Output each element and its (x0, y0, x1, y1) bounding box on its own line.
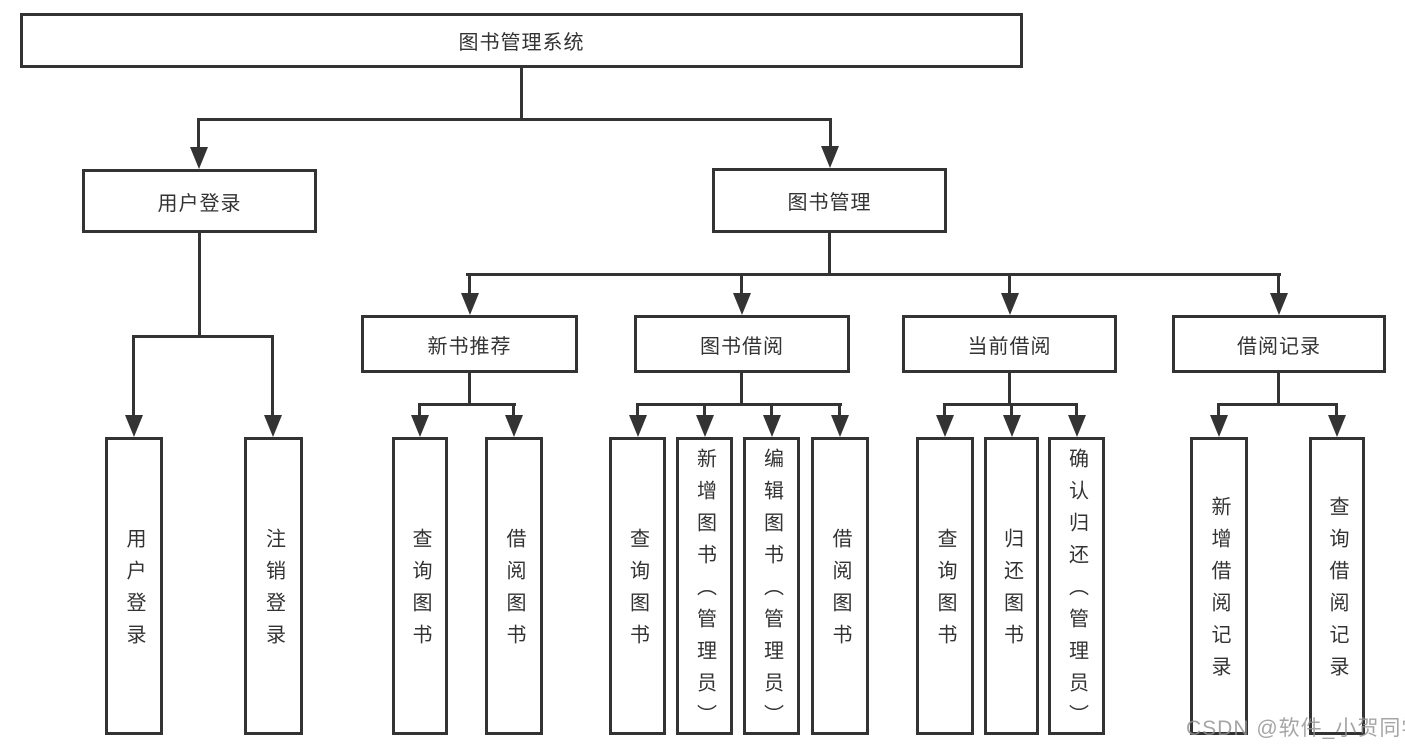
leaf-confirm-return-admin: 确认归还（管理员） (1048, 437, 1105, 736)
connector-line (1335, 403, 1338, 417)
leaf-query-books-3: 查询图书 (916, 437, 974, 735)
leaf-borrow-books-2-label: 借阅图书 (829, 528, 851, 656)
connector-line (197, 118, 200, 150)
leaf-confirm-return-admin-label: 确认归还（管理员） (1065, 448, 1088, 736)
node-book-management: 图书管理 (712, 168, 947, 233)
arrowhead-down (696, 415, 714, 437)
leaf-add-borrow-record: 新增借阅记录 (1190, 437, 1248, 735)
connector-line (418, 403, 516, 406)
arrowhead-down (763, 415, 781, 437)
arrowhead-down (461, 293, 479, 315)
node-current-borrow: 当前借阅 (902, 315, 1117, 373)
node-new-book-recommend-label: 新书推荐 (427, 335, 512, 358)
node-book-borrow-label: 图书借阅 (700, 335, 784, 358)
connector-line (1277, 273, 1280, 297)
leaf-query-books-2: 查询图书 (609, 437, 666, 735)
node-new-book-recommend: 新书推荐 (361, 315, 578, 373)
leaf-query-books-1: 查询图书 (392, 437, 448, 735)
connector-line (468, 273, 471, 297)
connector-line (520, 66, 523, 120)
connector-line (770, 403, 773, 417)
connector-line (466, 273, 1281, 276)
connector-line (1217, 403, 1220, 417)
arrowhead-down (264, 415, 282, 437)
leaf-edit-book-admin: 编辑图书（管理员） (743, 437, 800, 736)
connector-line (838, 403, 841, 417)
connector-line (512, 403, 515, 417)
connector-line (943, 403, 946, 417)
arrowhead-down (1003, 415, 1021, 437)
node-root-label: 图书管理系统 (458, 32, 585, 54)
arrowhead-down (1068, 415, 1086, 437)
connector-line (418, 403, 421, 417)
connector-line (1010, 403, 1013, 417)
arrowhead-down (411, 415, 429, 437)
connector-line (271, 335, 274, 417)
connector-line (468, 373, 471, 405)
connector-line (1008, 273, 1011, 297)
arrowhead-down (1270, 293, 1288, 315)
connector-line (740, 273, 743, 297)
connector-line (636, 403, 639, 417)
arrowhead-down (1001, 293, 1019, 315)
arrowhead-down (629, 415, 647, 437)
leaf-query-books-1-label: 查询图书 (409, 528, 431, 656)
leaf-query-books-3-label: 查询图书 (934, 528, 956, 656)
connector-line (1075, 403, 1078, 417)
connector-line (1008, 373, 1011, 405)
leaf-borrow-books-1: 借阅图书 (485, 437, 543, 735)
arrowhead-down (936, 415, 954, 437)
connector-line (703, 403, 706, 417)
node-borrow-records: 借阅记录 (1172, 315, 1386, 373)
node-user-login-label: 用户登录 (157, 192, 242, 215)
arrowhead-down (190, 147, 208, 169)
connector-line (636, 403, 842, 406)
leaf-logout-label: 注销登录 (262, 528, 285, 656)
arrowhead-down (1210, 415, 1228, 437)
leaf-return-book: 归还图书 (984, 437, 1039, 735)
arrowhead-down (1328, 415, 1346, 437)
leaf-edit-book-admin-label: 编辑图书（管理员） (760, 448, 783, 736)
connector-line (829, 118, 832, 150)
arrowhead-down (821, 146, 839, 168)
leaf-return-book-label: 归还图书 (1000, 528, 1023, 656)
connector-line (740, 373, 743, 405)
connector-line (828, 233, 831, 275)
leaf-borrow-books-2: 借阅图书 (811, 437, 869, 735)
connector-line (1218, 403, 1338, 406)
connector-line (1277, 373, 1280, 405)
leaf-logout: 注销登录 (244, 437, 303, 735)
connector-line (198, 233, 201, 337)
node-user-login: 用户登录 (82, 169, 317, 233)
connector-line (132, 335, 135, 417)
leaf-user-login: 用户登录 (105, 437, 163, 735)
leaf-user-login-label: 用户登录 (123, 528, 145, 656)
arrowhead-down (831, 415, 849, 437)
node-book-management-label: 图书管理 (787, 192, 872, 214)
leaf-add-book-admin-label: 新增图书（管理员） (693, 448, 716, 736)
node-current-borrow-label: 当前借阅 (967, 335, 1052, 358)
leaf-query-books-2-label: 查询图书 (626, 528, 649, 656)
node-borrow-records-label: 借阅记录 (1237, 335, 1321, 358)
node-root: 图书管理系统 (20, 13, 1023, 68)
arrowhead-down (733, 293, 751, 315)
connector-line (197, 118, 832, 121)
leaf-query-borrow-record: 查询借阅记录 (1309, 437, 1365, 735)
leaf-add-book-admin: 新增图书（管理员） (676, 437, 733, 736)
leaf-add-borrow-record-label: 新增借阅记录 (1208, 496, 1230, 688)
node-book-borrow: 图书借阅 (634, 315, 850, 373)
csdn-watermark: CSDN @软件_小贺同学 (1186, 717, 1405, 740)
leaf-borrow-books-1-label: 借阅图书 (503, 528, 525, 656)
connector-line (132, 335, 274, 338)
arrowhead-down (505, 415, 523, 437)
leaf-query-borrow-record-label: 查询借阅记录 (1326, 496, 1348, 688)
arrowhead-down (125, 415, 143, 437)
